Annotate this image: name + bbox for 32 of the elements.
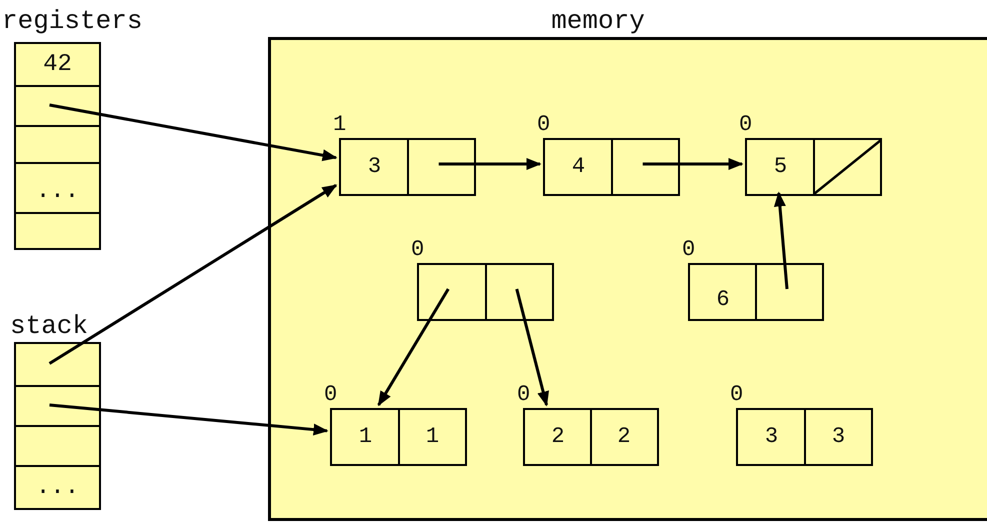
value-text: 2 (616, 426, 632, 448)
slot-value: ... (34, 476, 80, 500)
heading: registers (2, 8, 142, 34)
value-text: 3 (830, 426, 846, 448)
pointer-arrow (377, 288, 450, 406)
pointer-arrow (49, 104, 338, 162)
heading: stack (10, 313, 88, 339)
value-text: 2 (550, 426, 566, 448)
reference-count: 0 (730, 384, 744, 406)
reference-count: 1 (333, 114, 346, 136)
value-text: 1 (424, 426, 440, 448)
pointer-arrow (438, 158, 542, 170)
reference-count: 0 (411, 239, 424, 261)
pointer-arrow (48, 184, 338, 365)
pointer-arrow (774, 192, 788, 290)
heading: memory (550, 8, 646, 34)
slot-value: 42 (42, 53, 73, 77)
reference-count: 0 (739, 114, 752, 136)
reference-count: 0 (537, 114, 550, 136)
value-text: 5 (772, 156, 788, 178)
slot-value: ... (34, 180, 80, 204)
value-text: 3 (764, 426, 780, 448)
value-text: 4 (570, 156, 586, 178)
pointer-arrow (515, 288, 549, 406)
value-text: 3 (366, 156, 382, 178)
reference-count: 0 (517, 384, 530, 406)
pointer-arrow (642, 158, 744, 170)
reference-count: 0 (682, 239, 696, 261)
value-text: 1 (358, 426, 374, 448)
pointer-arrow (49, 404, 328, 436)
reference-count: 0 (324, 384, 338, 406)
value-text: 6 (715, 289, 731, 311)
